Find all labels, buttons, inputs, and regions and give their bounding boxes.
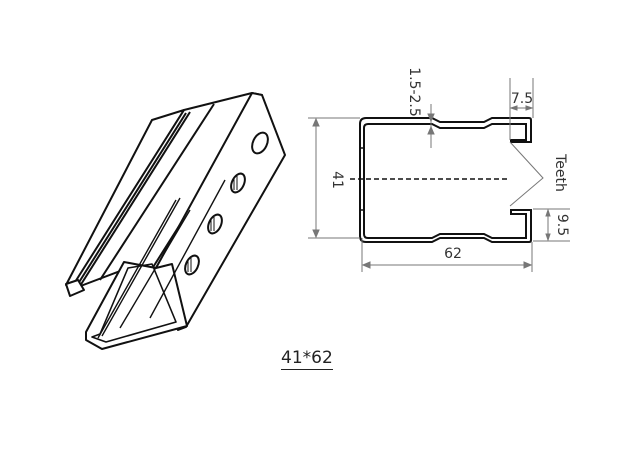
isometric-channel-view <box>65 92 286 350</box>
teeth-label: Teeth <box>552 153 568 192</box>
thickness-dimension-label: 1.5-2.5 <box>406 67 422 117</box>
cross-section-view <box>359 117 532 243</box>
height-dimension-label: 41 <box>329 171 345 189</box>
drawing-caption: 41*62 <box>281 348 333 370</box>
width-dimension-label: 62 <box>444 246 462 262</box>
lip-width-dimension-label: 7.5 <box>511 91 533 107</box>
lip-height-dimension-label: 9.5 <box>554 214 570 236</box>
dimension-lines <box>308 78 570 272</box>
